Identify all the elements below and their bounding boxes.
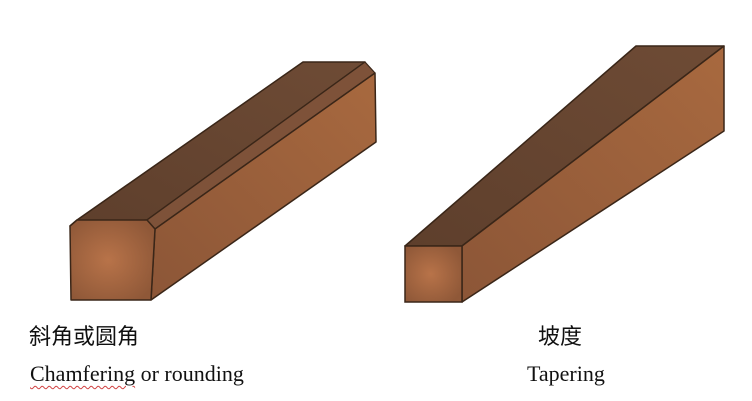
chamfered-beam-end-face [69,219,156,301]
chamfering-caption-rest: or rounding [135,361,244,386]
tapering-caption-english: Tapering [527,361,605,386]
tapered-beam [404,45,725,303]
tapering-caption-chinese: 坡度 [538,325,583,350]
spellcheck-marked-word: Chamfering [30,361,136,386]
chamfering-caption-chinese: 斜角或圆角 [29,325,140,350]
chamfering-caption-english: Chamfering or rounding [30,363,244,385]
tapered-beam-end-face [404,245,463,303]
chamfered-beam [69,61,377,301]
